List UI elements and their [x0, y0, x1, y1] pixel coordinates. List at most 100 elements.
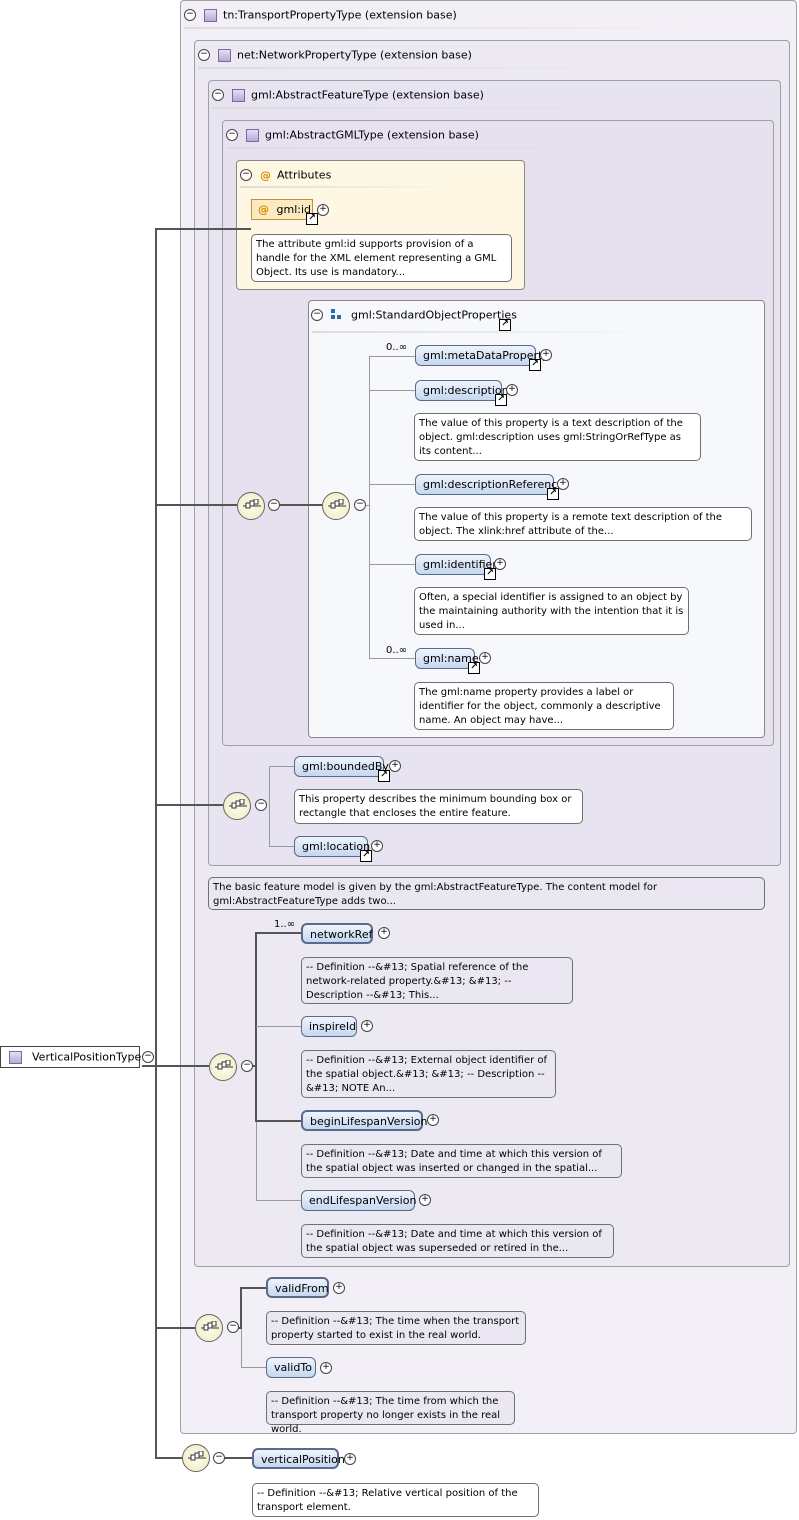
expand-icon[interactable]: + — [317, 204, 329, 216]
vertical-position-doc-text: -- Definition --&#13; Relative vertical … — [257, 1488, 518, 1513]
collapse-icon[interactable]: − — [240, 169, 252, 181]
network-ref-doc: -- Definition --&#13; Spatial reference … — [301, 957, 573, 1004]
collapse-icon[interactable]: − — [268, 499, 280, 511]
attributes-header[interactable]: −@Attributes — [240, 168, 331, 182]
sequence-icon[interactable] — [322, 492, 350, 520]
tree-line — [369, 390, 415, 391]
sequence-icon[interactable] — [195, 1314, 223, 1342]
header-underline — [312, 331, 652, 333]
sequence-icon[interactable] — [237, 492, 265, 520]
begin-lifespan-element[interactable]: beginLifespanVersion — [301, 1110, 427, 1131]
valid-to-doc-text: -- Definition --&#13; The time from whic… — [271, 1396, 501, 1435]
tree-line — [369, 564, 415, 565]
expand-icon[interactable]: + — [389, 760, 401, 772]
gml-type-header[interactable]: − gml:AbstractGMLType (extension base) — [226, 128, 479, 142]
description-element[interactable]: gml:description — [415, 380, 509, 401]
connector-line — [155, 1327, 195, 1329]
expand-icon[interactable]: + — [479, 652, 491, 664]
attribute-at-icon: @ — [258, 203, 269, 216]
collapse-icon[interactable]: − — [226, 129, 238, 141]
expand-icon[interactable]: + — [506, 384, 518, 396]
collapse-icon[interactable]: − — [213, 1452, 225, 1464]
collapse-icon[interactable]: − — [255, 799, 267, 811]
description-reference-label: gml:descriptionReference — [423, 478, 565, 491]
connector-line — [224, 1457, 252, 1459]
valid-from-doc-text: -- Definition --&#13; The time when the … — [271, 1316, 520, 1341]
gml-type-label: gml:AbstractGMLType (extension base) — [265, 128, 479, 142]
tree-line — [369, 484, 415, 485]
expand-icon[interactable]: + — [320, 1362, 332, 1374]
sequence-icon[interactable] — [209, 1053, 237, 1081]
tree-line — [241, 1367, 266, 1368]
expand-icon[interactable]: + — [557, 478, 569, 490]
description-doc-text: The value of this property is a text des… — [419, 418, 683, 457]
reference-arrow-icon: ↗ — [484, 568, 496, 580]
identifier-doc: Often, a special identifier is assigned … — [414, 587, 689, 635]
bounded-by-doc-text: This property describes the minimum boun… — [299, 794, 572, 819]
root-type-node[interactable]: VerticalPositionType — [0, 1046, 142, 1068]
expand-icon[interactable]: + — [427, 1114, 439, 1126]
connector-line — [155, 804, 223, 806]
expand-icon[interactable]: + — [494, 558, 506, 570]
collapse-icon[interactable]: − — [198, 49, 210, 61]
collapse-icon[interactable]: − — [227, 1321, 239, 1333]
sequence-icon[interactable] — [182, 1444, 210, 1472]
connector-line — [155, 1457, 182, 1459]
feature-type-header[interactable]: −gml:AbstractFeatureType (extension base… — [212, 88, 484, 102]
end-lifespan-element[interactable]: endLifespanVersion — [301, 1190, 417, 1211]
connector-line — [155, 504, 237, 506]
reference-arrow-icon: ↗ — [468, 662, 480, 674]
gml-id-label: gml:id — [276, 203, 312, 216]
tree-line — [240, 1287, 266, 1289]
expand-icon[interactable]: + — [361, 1020, 373, 1032]
valid-to-element[interactable]: validTo — [266, 1357, 316, 1378]
meta-data-property-label: gml:metaDataProperty — [423, 349, 549, 362]
gml-id-attribute[interactable]: @ gml:id — [251, 199, 313, 220]
identifier-element[interactable]: gml:identifier — [415, 554, 497, 575]
network-type-header[interactable]: −net:NetworkPropertyType (extension base… — [198, 48, 472, 62]
expand-icon[interactable]: + — [419, 1194, 431, 1206]
occurrence-label: 1..∞ — [274, 919, 296, 930]
collapse-icon[interactable]: − — [184, 9, 196, 21]
expand-icon[interactable]: + — [540, 349, 552, 361]
transport-type-header[interactable]: −tn:TransportPropertyType (extension bas… — [184, 8, 457, 22]
occurrence-label: 0..∞ — [386, 342, 408, 353]
occurrence-label: 0..∞ — [386, 645, 408, 656]
name-element[interactable]: gml:name — [415, 648, 479, 669]
sequence-icon[interactable] — [223, 792, 251, 820]
description-reference-element[interactable]: gml:descriptionReference — [415, 474, 564, 495]
bounded-by-label: gml:boundedBy — [302, 760, 389, 773]
end-lifespan-label: endLifespanVersion — [309, 1194, 417, 1207]
collapse-icon[interactable]: − — [311, 309, 323, 321]
description-label: gml:description — [423, 384, 509, 397]
inspire-id-element[interactable]: inspireId — [301, 1016, 357, 1037]
expand-icon[interactable]: + — [371, 840, 383, 852]
expand-icon[interactable]: + — [344, 1453, 356, 1465]
collapse-icon[interactable]: − — [354, 499, 366, 511]
tree-line — [255, 932, 301, 934]
begin-lifespan-doc: -- Definition --&#13; Date and time at w… — [301, 1144, 622, 1178]
vertical-position-element[interactable]: verticalPosition — [252, 1448, 345, 1469]
valid-from-element[interactable]: validFrom — [266, 1277, 329, 1298]
tree-line — [255, 1120, 301, 1122]
expand-icon[interactable]: + — [333, 1282, 345, 1294]
network-ref-label: networkRef — [310, 928, 373, 941]
complex-type-icon — [204, 8, 217, 22]
tree-line — [269, 846, 294, 847]
location-element[interactable]: gml:location — [294, 836, 370, 857]
tree-line — [256, 1122, 257, 1201]
tree-line — [241, 1329, 242, 1367]
connector-line — [155, 228, 251, 230]
complex-type-icon — [246, 128, 259, 142]
meta-data-property-element[interactable]: gml:metaDataProperty — [415, 345, 549, 366]
connector-line — [279, 504, 322, 506]
collapse-icon[interactable]: − — [241, 1060, 253, 1072]
collapse-icon[interactable]: − — [212, 89, 224, 101]
bounded-by-element[interactable]: gml:boundedBy — [294, 756, 389, 777]
root-type-label: VerticalPositionType — [32, 1050, 142, 1064]
expand-icon[interactable]: + — [378, 927, 390, 939]
collapse-icon[interactable]: − — [142, 1051, 154, 1063]
network-ref-element[interactable]: networkRef — [301, 923, 373, 944]
attribute-at-icon: @ — [260, 168, 271, 182]
standard-properties-header[interactable]: − gml:StandardObjectProperties — [311, 308, 517, 322]
